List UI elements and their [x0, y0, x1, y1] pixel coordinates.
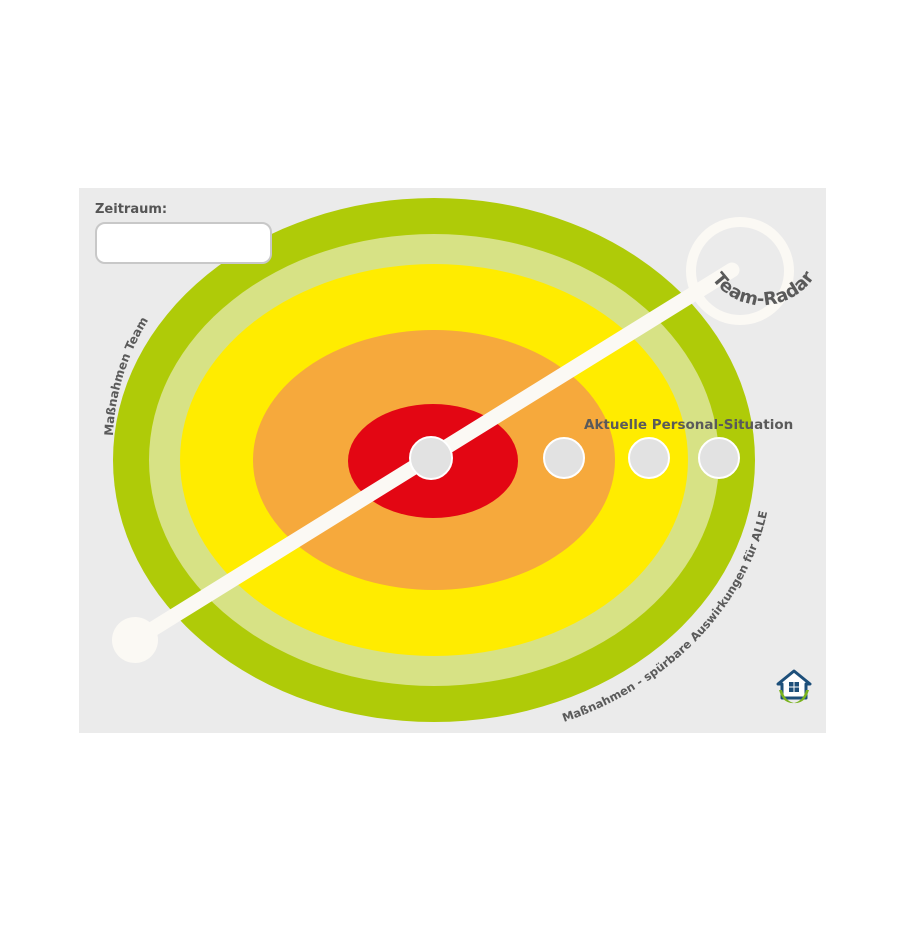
radar-slider-center-knob[interactable] — [409, 436, 453, 480]
zeitraum-label: Zeitraum: — [95, 202, 168, 217]
zeitraum-input[interactable] — [95, 222, 272, 264]
house-hands-icon — [776, 669, 812, 704]
situation-marker-3[interactable] — [698, 437, 740, 479]
quita-logo — [771, 668, 817, 720]
team-radar-board: Team-Radar Maßnahmen Team Aktuelle Perso… — [79, 188, 826, 733]
radar-slider-end-handle[interactable] — [112, 617, 158, 663]
situation-marker-1[interactable] — [543, 437, 585, 479]
situation-marker-2[interactable] — [628, 437, 670, 479]
label-aktuelle-situation: Aktuelle Personal-Situation — [584, 417, 793, 433]
radar-graphic: Team-Radar Maßnahmen Team Aktuelle Perso… — [79, 188, 826, 733]
title-ring — [686, 217, 794, 325]
